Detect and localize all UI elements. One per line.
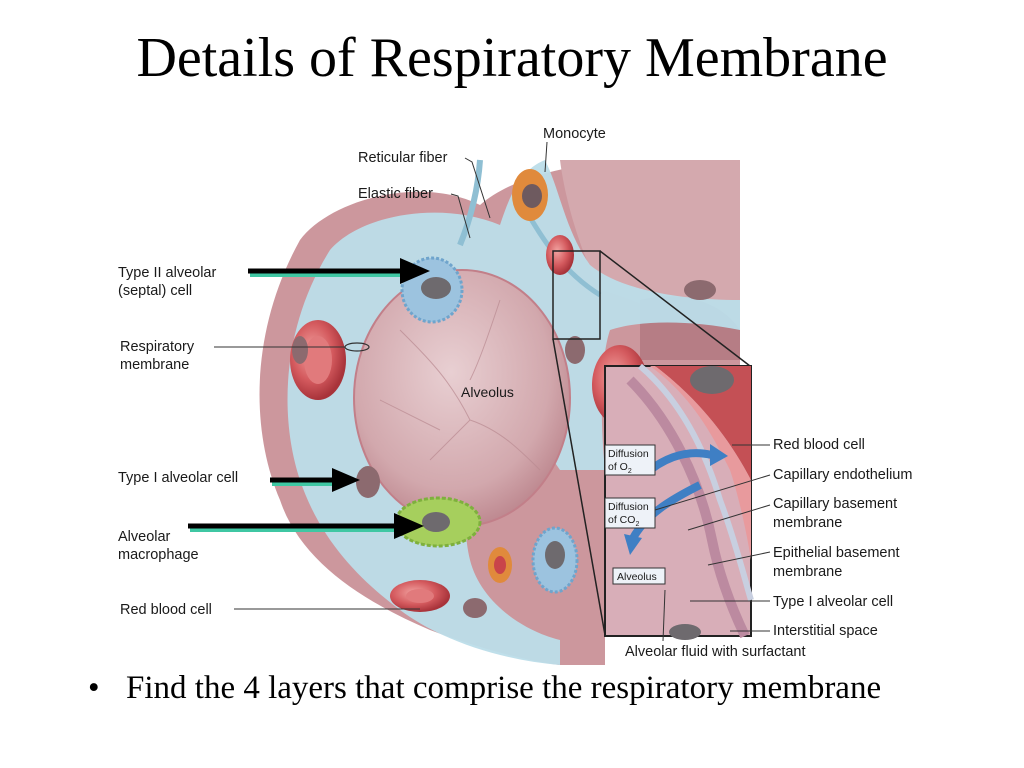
label-interstitial-space: Interstitial space — [773, 623, 878, 639]
label-type-i-cell-right: Type I alveolar cell — [773, 594, 893, 610]
label-epithelial-bm-line1: Epithelial basement — [773, 545, 900, 561]
bullet-item: Find the 4 layers that comprise the resp… — [126, 670, 882, 706]
label-respiratory-membrane-line2: membrane — [120, 357, 189, 373]
o2-subscript: 2 — [628, 468, 632, 475]
left-labels: Monocyte Reticular fiber Elastic fiber T… — [118, 126, 606, 618]
label-type-i-cell: Type I alveolar cell — [118, 470, 238, 486]
label-capillary-bm-line1: Capillary basement — [773, 496, 897, 512]
alveolus-texture — [379, 299, 541, 471]
annotation-arrows — [188, 258, 430, 539]
arrow-macrophage — [188, 513, 424, 539]
slide-title: Details of Respiratory Membrane — [136, 27, 888, 89]
arrow-type-i — [270, 468, 360, 492]
arrow-type-ii — [248, 258, 430, 284]
label-type-ii-line1: Type II alveolar — [118, 265, 216, 281]
svg-text:of CO2: of CO2 — [608, 514, 639, 528]
label-macrophage-line2: macrophage — [118, 547, 199, 563]
bullet-marker: • — [88, 670, 100, 706]
diffusion-o2-line1: Diffusion — [608, 448, 649, 460]
co2-subscript: 2 — [635, 521, 639, 528]
label-epithelial-bm-line2: membrane — [773, 564, 842, 580]
lower-type-ii-cell — [531, 526, 579, 594]
label-red-blood-cell-left: Red blood cell — [120, 602, 212, 618]
label-monocyte: Monocyte — [543, 126, 606, 142]
label-respiratory-membrane-line1: Respiratory — [120, 339, 195, 355]
label-reticular-fiber: Reticular fiber — [358, 150, 448, 166]
inset-alveolus-label: Alveolus — [617, 571, 657, 583]
diffusion-o2-line2: of O — [608, 461, 628, 473]
zoom-source-box — [552, 250, 601, 340]
alveolus-label: Alveolus — [461, 384, 514, 400]
diffusion-co2-line1: Diffusion — [608, 501, 649, 513]
monocyte-cell — [512, 169, 548, 221]
label-elastic-fiber: Elastic fiber — [358, 186, 433, 202]
label-alveolar-fluid: Alveolar fluid with surfactant — [625, 644, 806, 660]
svg-text:of O2: of O2 — [608, 461, 632, 475]
label-capillary-endothelium: Capillary endothelium — [773, 467, 912, 483]
label-macrophage-line1: Alveolar — [118, 529, 171, 545]
label-red-blood-cell-right: Red blood cell — [773, 437, 865, 453]
diffusion-co2-line2: of CO — [608, 514, 635, 526]
right-labels: Red blood cell Capillary endothelium Cap… — [625, 437, 912, 660]
type-i-alveolar-cell — [356, 466, 380, 498]
inset-diffusion-co2-box: Diffusion of CO2 — [604, 497, 656, 529]
inset-alveolus-box: Alveolus — [612, 567, 666, 585]
inset-diffusion-o2-box: Diffusion of O2 — [604, 444, 656, 476]
label-type-ii-line2: (septal) cell — [118, 283, 192, 299]
label-capillary-bm-line2: membrane — [773, 515, 842, 531]
